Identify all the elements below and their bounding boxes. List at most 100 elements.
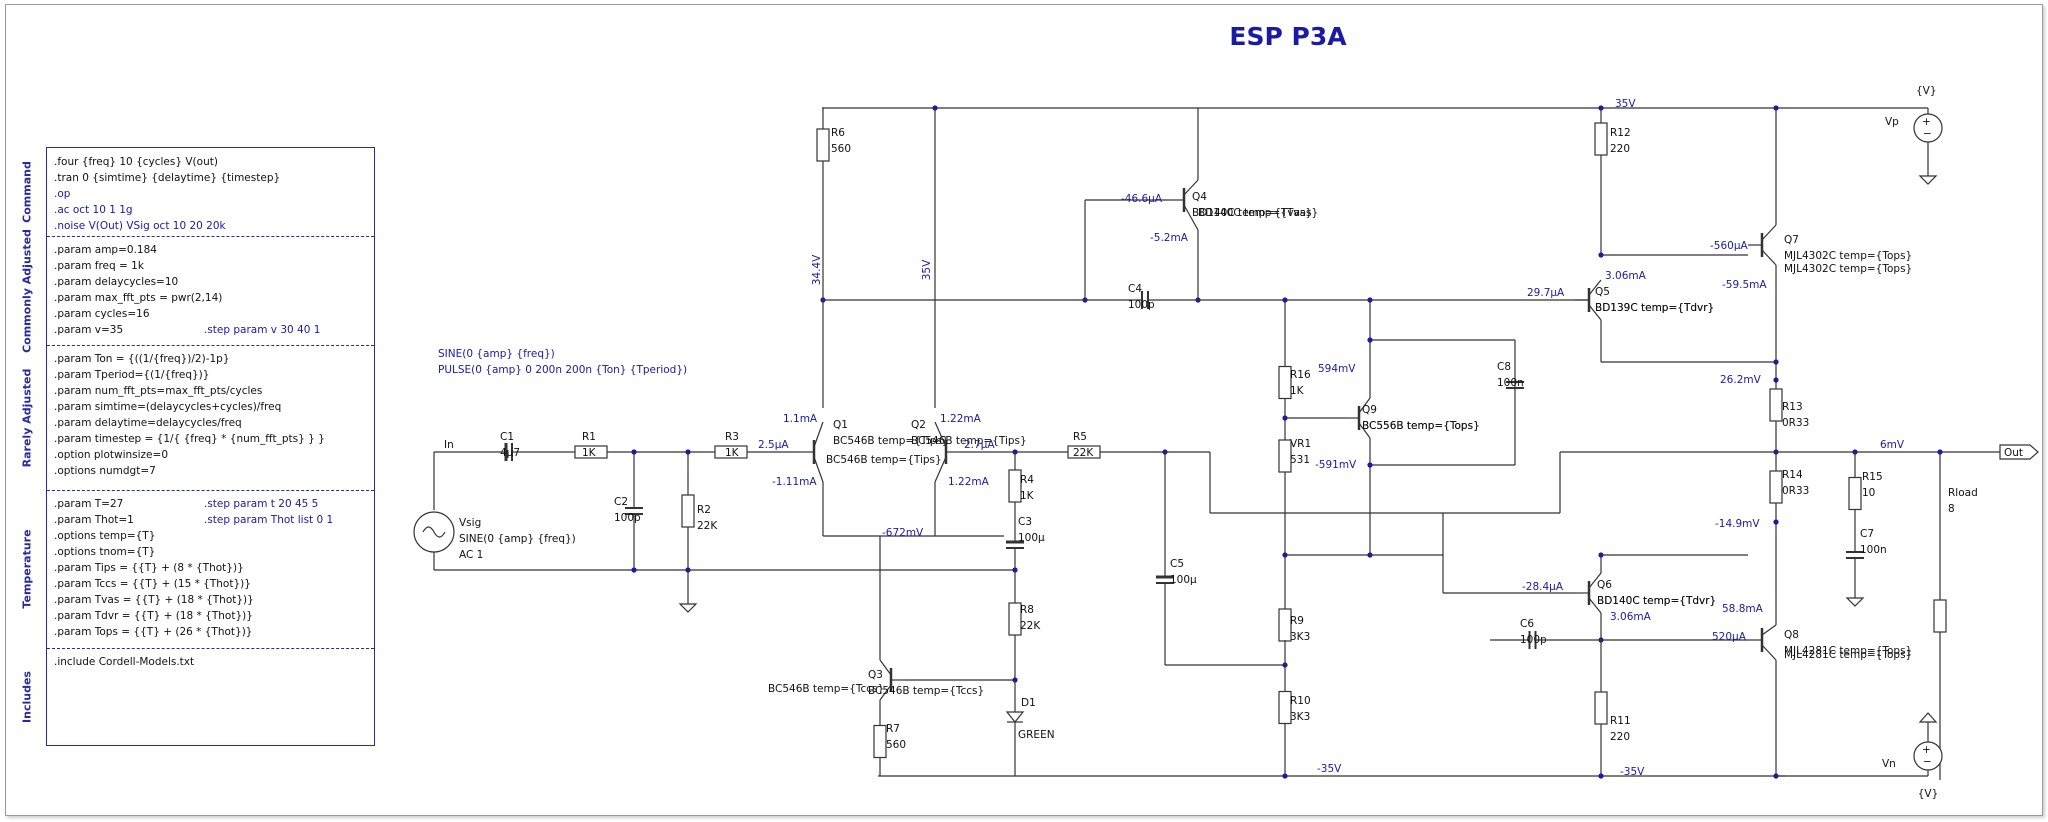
component-name: R2 bbox=[697, 504, 711, 516]
current-label: 3.06mA bbox=[1605, 270, 1647, 282]
component-value: 560 bbox=[886, 739, 906, 751]
component-value: MJL4302C temp={Tops} bbox=[1784, 250, 1912, 262]
component-name: R6 bbox=[831, 127, 845, 139]
component-param: {V} bbox=[1918, 788, 1939, 800]
current-label: 1.1mA bbox=[783, 413, 818, 425]
component-value: 1K bbox=[582, 447, 597, 459]
section-label: Commonly Adjusted bbox=[7, 229, 47, 353]
net-label-out: Out bbox=[2004, 447, 2023, 459]
component-value: SINE(0 {amp} {freq}) bbox=[459, 533, 576, 545]
directive-section-1: Commonly Adjusted.param amp=0.184.param … bbox=[21, 229, 374, 353]
resistor-r4 bbox=[1008, 469, 1022, 503]
directive-line: .param simtime=(delaycycles+cycles)/freq bbox=[54, 401, 282, 413]
output-port-icon bbox=[1999, 444, 2039, 460]
component-name: Q4 bbox=[1192, 191, 1207, 203]
ground-icon bbox=[1918, 712, 1938, 723]
component-value: BC546B temp={Tccs} bbox=[868, 685, 984, 697]
section-label: Command bbox=[7, 148, 47, 236]
rail-voltage: -35V bbox=[1317, 763, 1342, 775]
resistor-r1 bbox=[574, 445, 608, 459]
section-label-text: Includes bbox=[20, 670, 34, 723]
source-directive: SINE(0 {amp} {freq}) bbox=[438, 348, 555, 360]
component-value: 8 bbox=[1948, 503, 1955, 515]
directive-line: .param amp=0.184 bbox=[54, 244, 157, 256]
voltage-label: -14.9mV bbox=[1715, 518, 1760, 530]
resistor-r6 bbox=[816, 128, 830, 162]
section-label: Rarely Adjusted bbox=[7, 345, 47, 490]
component-value: BC546B temp={Tips} bbox=[826, 454, 942, 466]
directive-line: .param max_fft_pts = pwr(2,14) bbox=[54, 292, 223, 304]
component-value: 100n bbox=[1497, 377, 1524, 389]
component-name: Q5 bbox=[1595, 286, 1610, 298]
component-value: 3K3 bbox=[1290, 711, 1310, 723]
current-label: -5.2mA bbox=[1150, 232, 1189, 244]
directive-line: .param Tips = {{T} + (8 * {Thot})} bbox=[54, 562, 244, 574]
component-value: 560 bbox=[831, 143, 851, 155]
component-name: Rload bbox=[1948, 487, 1978, 499]
collector-lead bbox=[879, 659, 892, 676]
section-separator bbox=[47, 345, 374, 346]
component-name: Vp bbox=[1885, 116, 1899, 128]
voltage-label: 6mV bbox=[1880, 439, 1905, 451]
emitter-lead bbox=[1588, 597, 1602, 614]
component-name: Vn bbox=[1882, 758, 1896, 770]
resistor-r15 bbox=[1848, 476, 1862, 511]
directive-line: .param freq = 1k bbox=[54, 260, 144, 272]
component-value: 0R33 bbox=[1782, 417, 1809, 429]
directive-line: .ac oct 10 1 1g bbox=[54, 204, 133, 216]
component-value: 22K bbox=[1073, 447, 1094, 459]
resistor-r11 bbox=[1594, 691, 1608, 725]
component-value: 1K bbox=[1020, 490, 1035, 502]
resistor-r2 bbox=[681, 494, 695, 528]
component-name: Q3 bbox=[868, 669, 883, 681]
component-name: R8 bbox=[1020, 604, 1034, 616]
directive-line: .param delaytime=delaycycles/freq bbox=[54, 417, 242, 429]
directive-line: .param delaycycles=10 bbox=[54, 276, 179, 288]
net-label-in: In bbox=[444, 439, 454, 451]
current-label: -46.6µA bbox=[1121, 193, 1163, 205]
section-separator bbox=[47, 648, 374, 649]
minus-icon: − bbox=[1923, 756, 1932, 768]
emitter-lead bbox=[1358, 422, 1371, 439]
current-label: 3.06mA bbox=[1610, 611, 1652, 623]
component-name: Q7 bbox=[1784, 234, 1799, 246]
component-name: Q9 bbox=[1362, 404, 1377, 416]
component-value: BD140C temp={Tvas} bbox=[1192, 207, 1312, 219]
directive-line: .tran 0 {simtime} {delaytime} {timestep} bbox=[54, 172, 281, 184]
emitter-lead bbox=[879, 684, 892, 701]
component-value: 100n bbox=[1860, 544, 1887, 556]
junction bbox=[1367, 337, 1373, 343]
directive-line: .four {freq} 10 {cycles} V(out) bbox=[54, 156, 218, 168]
component-name: C7 bbox=[1860, 528, 1874, 540]
resistor-r3 bbox=[714, 445, 748, 459]
component-value: BC546B temp={Tips} bbox=[833, 435, 949, 447]
component-value: BC556B temp={Tops} bbox=[1362, 420, 1480, 432]
section-label: Temperature bbox=[7, 490, 47, 648]
collector-lead bbox=[1761, 624, 1777, 636]
component-name: VR1 bbox=[1290, 438, 1311, 450]
step-directive: .step param v 30 40 1 bbox=[204, 324, 321, 336]
step-directive: .step param Thot list 0 1 bbox=[204, 514, 334, 526]
collector-lead bbox=[1761, 224, 1777, 241]
directive-line: .options temp={T} bbox=[54, 530, 156, 542]
component-value: 3K3 bbox=[1290, 631, 1310, 643]
junction bbox=[1773, 377, 1779, 383]
junction bbox=[631, 567, 637, 573]
emitter-lead bbox=[1588, 304, 1602, 321]
directive-line: .param Thot=1 bbox=[54, 514, 134, 526]
directives-panel: Command.four {freq} 10 {cycles} V(out).t… bbox=[21, 147, 375, 746]
rail-voltage: 35V bbox=[1615, 98, 1636, 110]
component-value: 100p bbox=[1128, 299, 1155, 311]
directive-line: .options numdgt=7 bbox=[54, 465, 156, 477]
voltage-label: 35V bbox=[921, 259, 933, 280]
section-label: Includes bbox=[7, 648, 47, 745]
component-name: R13 bbox=[1782, 401, 1803, 413]
component-value: MJL4281C temp={Tops} bbox=[1784, 645, 1912, 657]
directive-line: .options tnom={T} bbox=[54, 546, 156, 558]
current-label: 2.5µA bbox=[758, 439, 789, 451]
resistor-r14 bbox=[1769, 470, 1783, 504]
directive-line: .param cycles=16 bbox=[54, 308, 150, 320]
component-name: R9 bbox=[1290, 615, 1304, 627]
component-param: {V} bbox=[1916, 85, 1937, 97]
